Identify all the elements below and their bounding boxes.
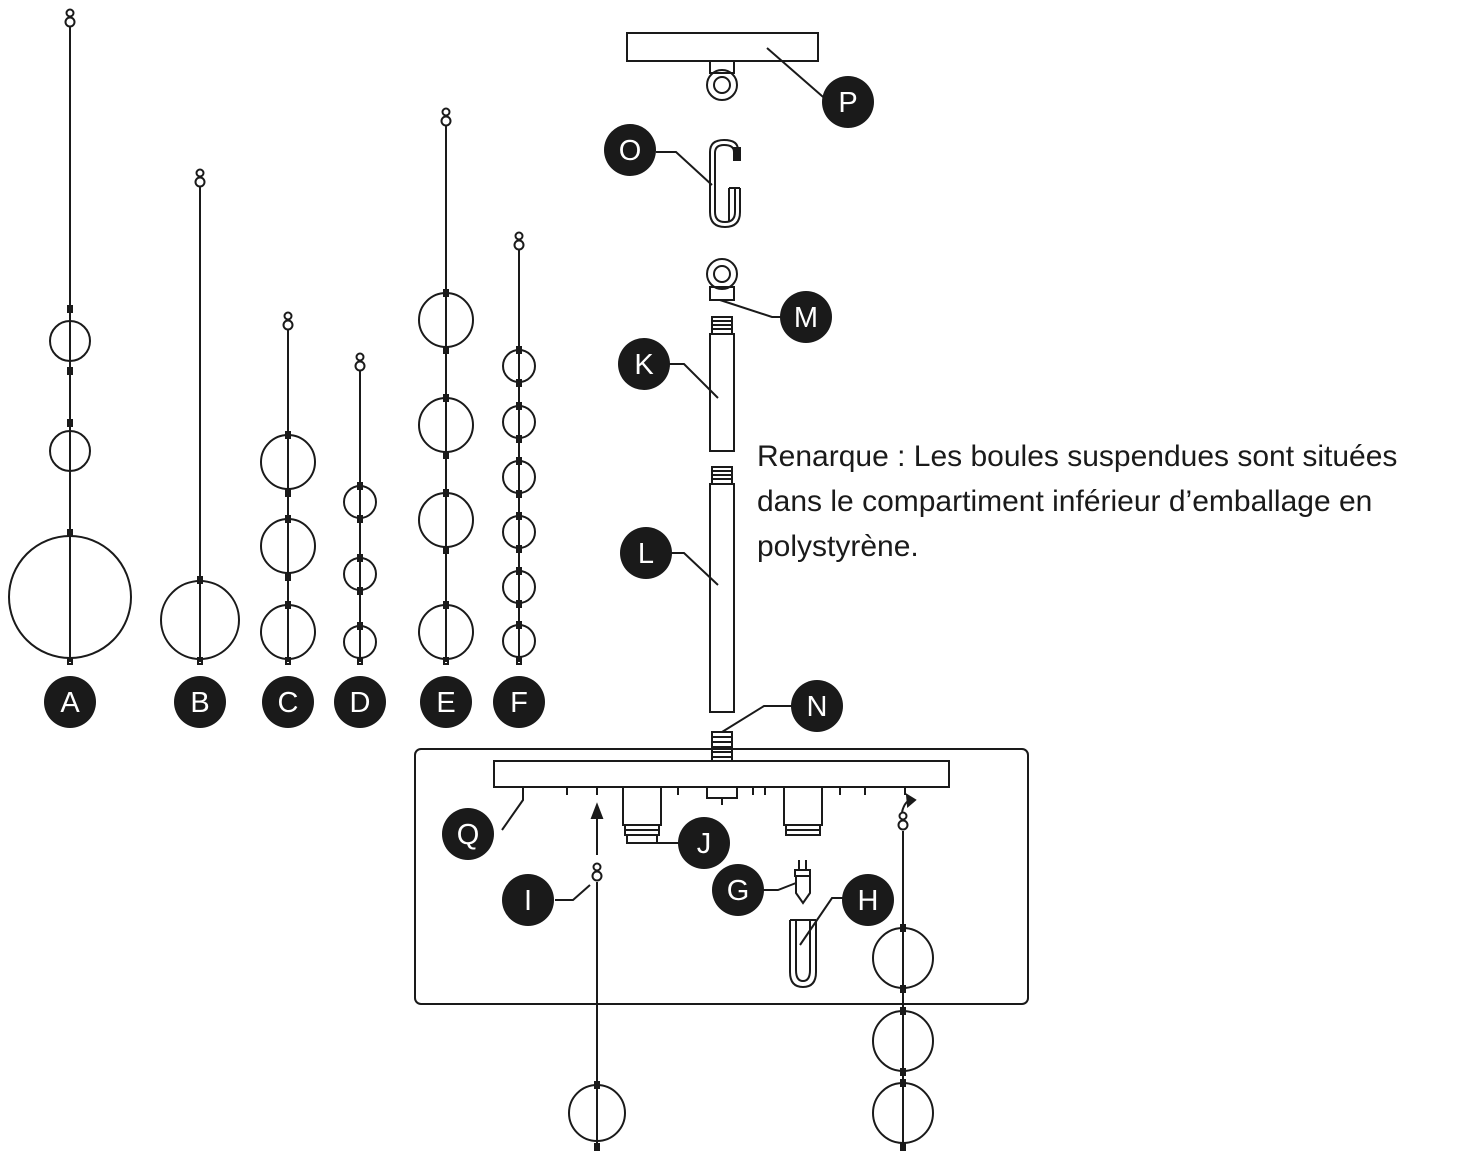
svg-text:E: E — [436, 687, 455, 719]
label-j: J — [678, 817, 730, 869]
hook-icon — [282, 311, 294, 331]
arrow-up-icon — [590, 802, 604, 855]
hook-icon — [194, 168, 206, 188]
strand-e — [418, 107, 474, 665]
packaging-box — [414, 748, 1029, 1005]
svg-text:N: N — [807, 691, 828, 723]
strand-b — [160, 168, 240, 665]
label-o: O — [604, 124, 656, 176]
strand-right — [872, 811, 934, 1151]
strand-c — [260, 311, 316, 665]
s-hook — [656, 138, 741, 229]
svg-text:P: P — [838, 87, 857, 119]
label-e: E — [420, 676, 472, 728]
rod-long — [668, 466, 735, 713]
rod-short — [668, 316, 735, 452]
fixture-body — [493, 760, 950, 831]
label-n: N — [791, 680, 843, 732]
label-m: M — [780, 291, 832, 343]
label-c: C — [262, 676, 314, 728]
label-p: P — [822, 76, 874, 128]
svg-text:M: M — [794, 302, 818, 334]
hook-icon — [354, 352, 366, 372]
strand-f — [502, 231, 536, 665]
strand-a — [8, 8, 132, 665]
label-a: A — [44, 676, 96, 728]
svg-text:F: F — [510, 687, 528, 719]
hook-icon — [513, 231, 525, 251]
threaded-nipple — [711, 705, 797, 762]
note-line-1: Renarque : Les boules suspendues sont si… — [757, 440, 1398, 473]
svg-text:D: D — [350, 687, 371, 719]
hook-icon — [64, 8, 76, 28]
svg-text:Q: Q — [457, 819, 480, 851]
svg-text:H: H — [858, 885, 879, 917]
note-line-2: dans le compartiment inférieur d’emballa… — [757, 485, 1373, 518]
curved-arrow-icon — [901, 793, 917, 813]
label-l: L — [620, 527, 672, 579]
label-q: Q — [442, 808, 494, 860]
svg-text:J: J — [697, 828, 712, 860]
note-line-3: polystyrène. — [757, 530, 919, 563]
label-i: I — [502, 874, 554, 926]
svg-text:C: C — [278, 687, 299, 719]
strand-i — [555, 862, 626, 1151]
svg-text:O: O — [619, 135, 642, 167]
hook-icon — [591, 862, 603, 882]
hook-icon — [440, 107, 452, 127]
svg-text:G: G — [727, 875, 750, 907]
label-d: D — [334, 676, 386, 728]
lamp-socket — [622, 786, 823, 844]
svg-text:I: I — [524, 885, 532, 917]
svg-text:A: A — [60, 687, 80, 719]
glass-cover — [789, 897, 845, 989]
label-b: B — [174, 676, 226, 728]
label-h: H — [842, 874, 894, 926]
bulb — [763, 860, 811, 905]
label-f: F — [493, 676, 545, 728]
eye-bolt — [706, 258, 790, 318]
label-k: K — [618, 338, 670, 390]
label-g: G — [712, 864, 764, 916]
packaging-note: Renarque : Les boules suspendues sont si… — [757, 434, 1457, 569]
ceiling-canopy — [626, 32, 831, 104]
hook-icon — [897, 811, 909, 831]
svg-text:K: K — [634, 349, 654, 381]
svg-text:L: L — [638, 538, 654, 570]
strand-d — [343, 352, 377, 665]
svg-text:B: B — [190, 687, 209, 719]
